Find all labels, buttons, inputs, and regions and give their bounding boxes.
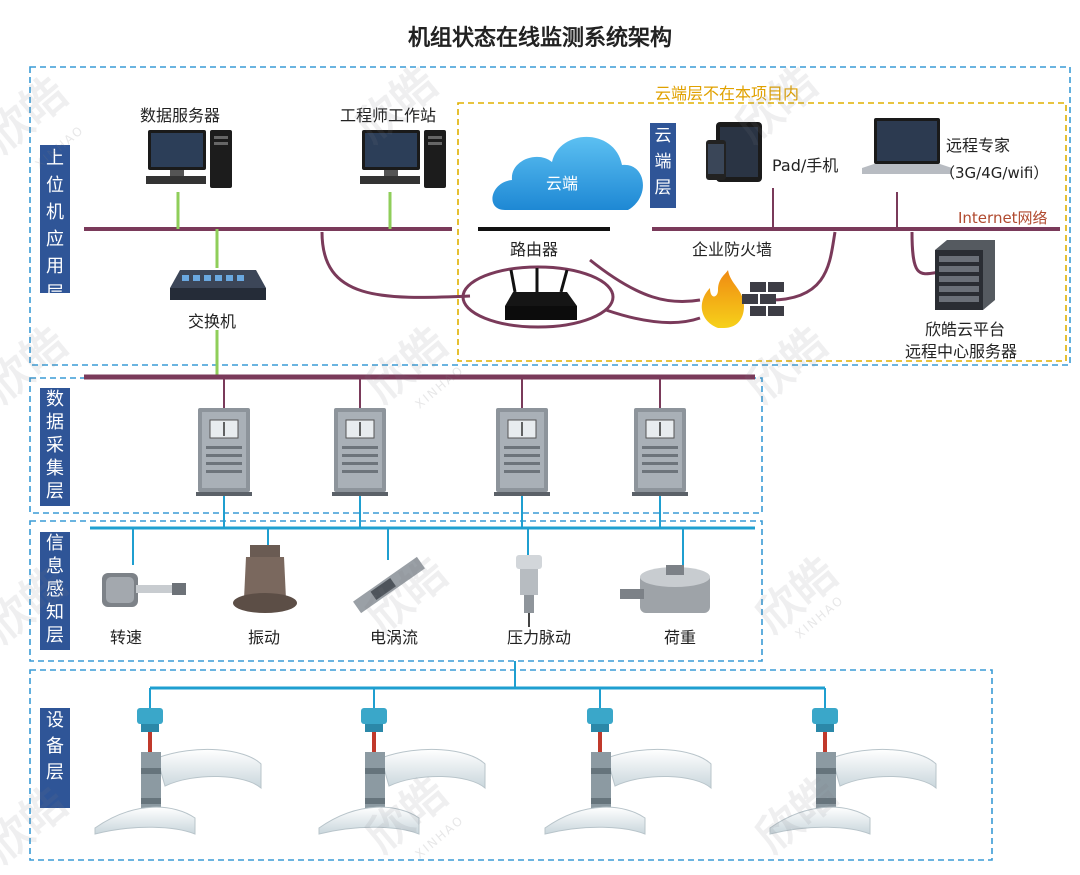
- switch-icon: [170, 270, 266, 300]
- sensor-label-eddy: 电涡流: [370, 628, 419, 647]
- load-sensor-icon: [620, 565, 710, 613]
- data-server-label: 数据服务器: [140, 106, 221, 125]
- turbine-unit-icon: [318, 708, 486, 835]
- pad-phone-icon: [706, 122, 762, 182]
- sensor-label-load: 荷重: [664, 628, 697, 647]
- speed-sensor-icon: [102, 573, 186, 607]
- turbine-unit-icon: [769, 708, 937, 835]
- turbine-unit-icon: [544, 708, 712, 835]
- curve-firewall-internet: [769, 231, 837, 302]
- curve-router-firewall: [589, 258, 701, 304]
- remote-expert-label: 远程专家: [946, 136, 1011, 155]
- engineer-station-icon: [360, 130, 446, 188]
- cloud-scope-box: [457, 102, 1067, 362]
- platform-label-1: 欣皓云平台: [925, 320, 1006, 339]
- page-title: 机组状态在线监测系统架构: [407, 26, 672, 51]
- acquisition-cabinet-icon: [632, 408, 688, 496]
- curve-to-platform: [910, 231, 941, 276]
- acquisition-cabinet-icon: [494, 408, 550, 496]
- internet-label: Internet网络: [958, 209, 1048, 227]
- sense-layer-box: [29, 520, 763, 662]
- acquisition-cabinet-icon: [196, 408, 252, 496]
- firewall-icon: [701, 270, 784, 328]
- layer-label-collect: 数 据 采 集 层: [40, 388, 70, 506]
- curve-lan-router: [320, 231, 471, 299]
- eddy-current-sensor-icon: [353, 556, 425, 614]
- device-layer-box: [29, 669, 993, 861]
- router-label: 路由器: [510, 240, 559, 259]
- remote-network-label: （3G/4G/wifi）: [940, 164, 1049, 182]
- router-icon: [505, 268, 577, 320]
- layer-label-device: 设 备 层: [40, 708, 70, 808]
- laptop-icon: [862, 118, 952, 174]
- sensor-label-pressure: 压力脉动: [507, 628, 572, 647]
- switch-label: 交换机: [188, 312, 237, 331]
- cloud-icon: [492, 136, 643, 210]
- turbine-unit-icon: [94, 708, 262, 835]
- firewall-label: 企业防火墙: [692, 240, 773, 259]
- vibration-sensor-icon: [233, 545, 297, 613]
- layer-label-upper: 上 位 机 应 用 层: [40, 145, 70, 304]
- upper-layer-box: [29, 66, 1071, 366]
- cloud-scope-note: 云端层不在本项目内: [655, 84, 800, 103]
- curve-router-firewall-2: [605, 308, 701, 325]
- sensor-label-speed: 转速: [110, 628, 143, 647]
- pressure-sensor-icon: [516, 555, 542, 627]
- engineer-station-label: 工程师工作站: [340, 106, 437, 125]
- acquisition-cabinet-icon: [332, 408, 388, 496]
- layer-label-sense: 信 息 感 知 层: [40, 532, 70, 650]
- cloud-label: 云端: [546, 174, 579, 193]
- pad-phone-label: Pad/手机: [772, 156, 839, 175]
- layer-label-cloud: 云 端 层: [650, 123, 676, 208]
- sensor-label-vibration: 振动: [248, 628, 281, 647]
- platform-label-2: 远程中心服务器: [905, 342, 1018, 361]
- router-ring: [461, 265, 615, 329]
- server-rack-icon: [935, 240, 995, 310]
- data-server-icon: [146, 130, 232, 188]
